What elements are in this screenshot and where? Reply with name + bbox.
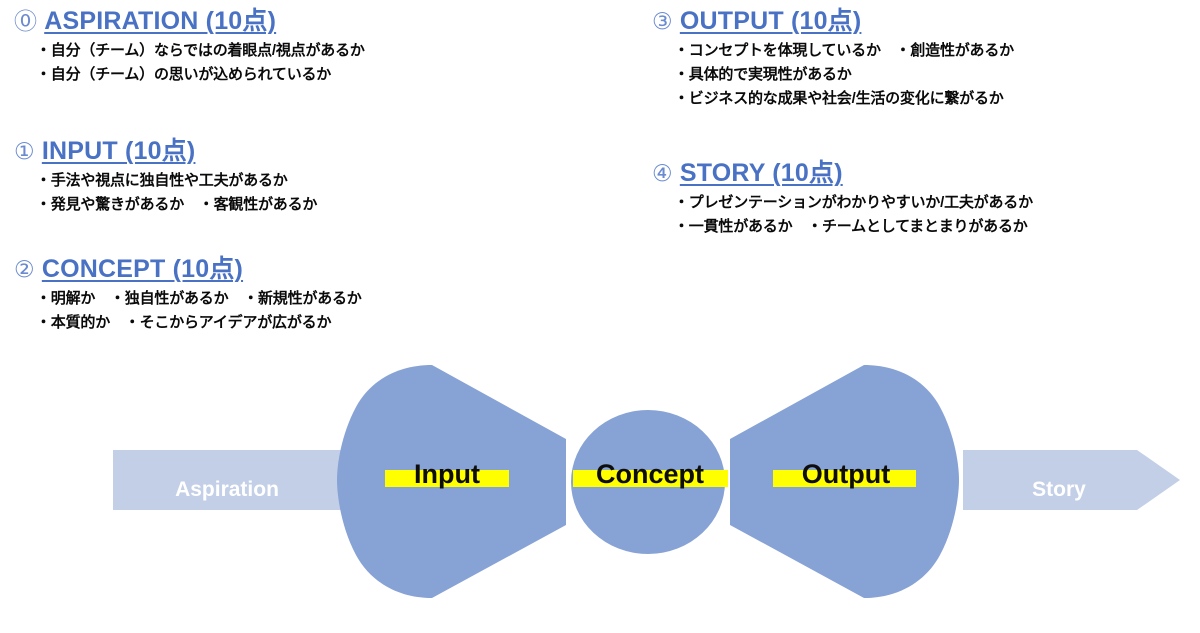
input-label: Input [414,459,480,489]
criteria-bullet: ・明解か ・独自性があるか ・新規性があるか [36,290,362,308]
criteria-bullets: ・コンセプトを体現しているか ・創造性があるか ・具体的で実現性があるか ・ビジ… [652,39,1014,110]
criteria-title: OUTPUT (10点) [679,7,862,35]
criteria-number: ④ [652,160,673,186]
input-highlight-bar [385,470,509,487]
criteria-number: ② [14,256,35,282]
criteria-bullet: ・自分（チーム）ならではの着眼点/視点があるか [36,42,365,60]
criteria-bullet: ・一貫性があるか ・チームとしてまとまりがあるか [674,217,1028,235]
criteria-bullet: ・具体的で実現性があるか [674,65,852,83]
stage-output: Output [730,365,959,598]
criteria-bullet: ・ビジネス的な成果や社会/生活の変化に繋がるか [674,89,1004,107]
output-label: Output [802,459,890,489]
criteria-heading: ② CONCEPT (10点) [14,255,362,283]
stage-input: Input [337,365,566,598]
criteria-title: INPUT (10点) [41,137,196,165]
process-flow-diagram: Aspiration Input Concept Output Story [0,355,1200,633]
aspiration-label: Aspiration [175,478,279,501]
concept-label: Concept [596,459,704,489]
stage-story: Story [963,450,1180,510]
criteria-heading: ⓪ ASPIRATION (10点) [14,7,365,35]
criteria-block-story: ④ STORY (10点) ・プレゼンテーションがわかりやすいか/工夫があるか … [652,160,1033,239]
criteria-number: ① [14,138,35,164]
criteria-bullet: ・発見や驚きがあるか ・客観性があるか [36,195,318,213]
concept-highlight-bar [573,470,728,487]
aspiration-rectangle [113,450,342,510]
criteria-bullet: ・コンセプトを体現しているか ・創造性があるか [674,42,1014,60]
criteria-bullets: ・明解か ・独自性があるか ・新規性があるか ・本質的か ・そこからアイデアが広… [14,287,362,334]
criteria-bullets: ・手法や視点に独自性や工夫があるか ・発見や驚きがあるか ・客観性があるか [14,169,317,216]
criteria-title: ASPIRATION (10点) [44,7,277,35]
criteria-bullet: ・自分（チーム）の思いが込められているか [36,65,332,83]
criteria-title: STORY (10点) [679,159,843,187]
criteria-bullets: ・プレゼンテーションがわかりやすいか/工夫があるか ・一貫性があるか ・チームと… [652,191,1033,238]
stage-concept: Concept [571,410,728,554]
criteria-heading: ③ OUTPUT (10点) [652,7,1014,35]
criteria-heading: ④ STORY (10点) [652,159,1033,187]
criteria-list: ⓪ ASPIRATION (10点) ・自分（チーム）ならではの着眼点/視点があ… [14,8,1033,335]
criteria-number: ⓪ [14,8,38,34]
criteria-title: CONCEPT (10点) [41,255,244,283]
story-label: Story [1032,478,1086,501]
criteria-bullet: ・プレゼンテーションがわかりやすいか/工夫があるか [674,194,1033,212]
criteria-block-output: ③ OUTPUT (10点) ・コンセプトを体現しているか ・創造性があるか ・… [652,8,1014,110]
story-arrow-shape [963,450,1180,510]
criteria-block-input: ① INPUT (10点) ・手法や視点に独自性や工夫があるか ・発見や驚きがあ… [14,138,317,217]
criteria-bullet: ・手法や視点に独自性や工夫があるか [36,172,288,190]
output-highlight-bar [773,470,916,487]
criteria-bullet: ・本質的か ・そこからアイデアが広がるか [36,313,332,331]
criteria-number: ③ [652,8,673,34]
stage-aspiration: Aspiration [113,450,342,510]
criteria-block-concept: ② CONCEPT (10点) ・明解か ・独自性があるか ・新規性があるか ・… [14,256,362,335]
criteria-heading: ① INPUT (10点) [14,137,317,165]
criteria-bullets: ・自分（チーム）ならではの着眼点/視点があるか ・自分（チーム）の思いが込められ… [14,39,365,86]
criteria-block-aspiration: ⓪ ASPIRATION (10点) ・自分（チーム）ならではの着眼点/視点があ… [14,8,365,87]
